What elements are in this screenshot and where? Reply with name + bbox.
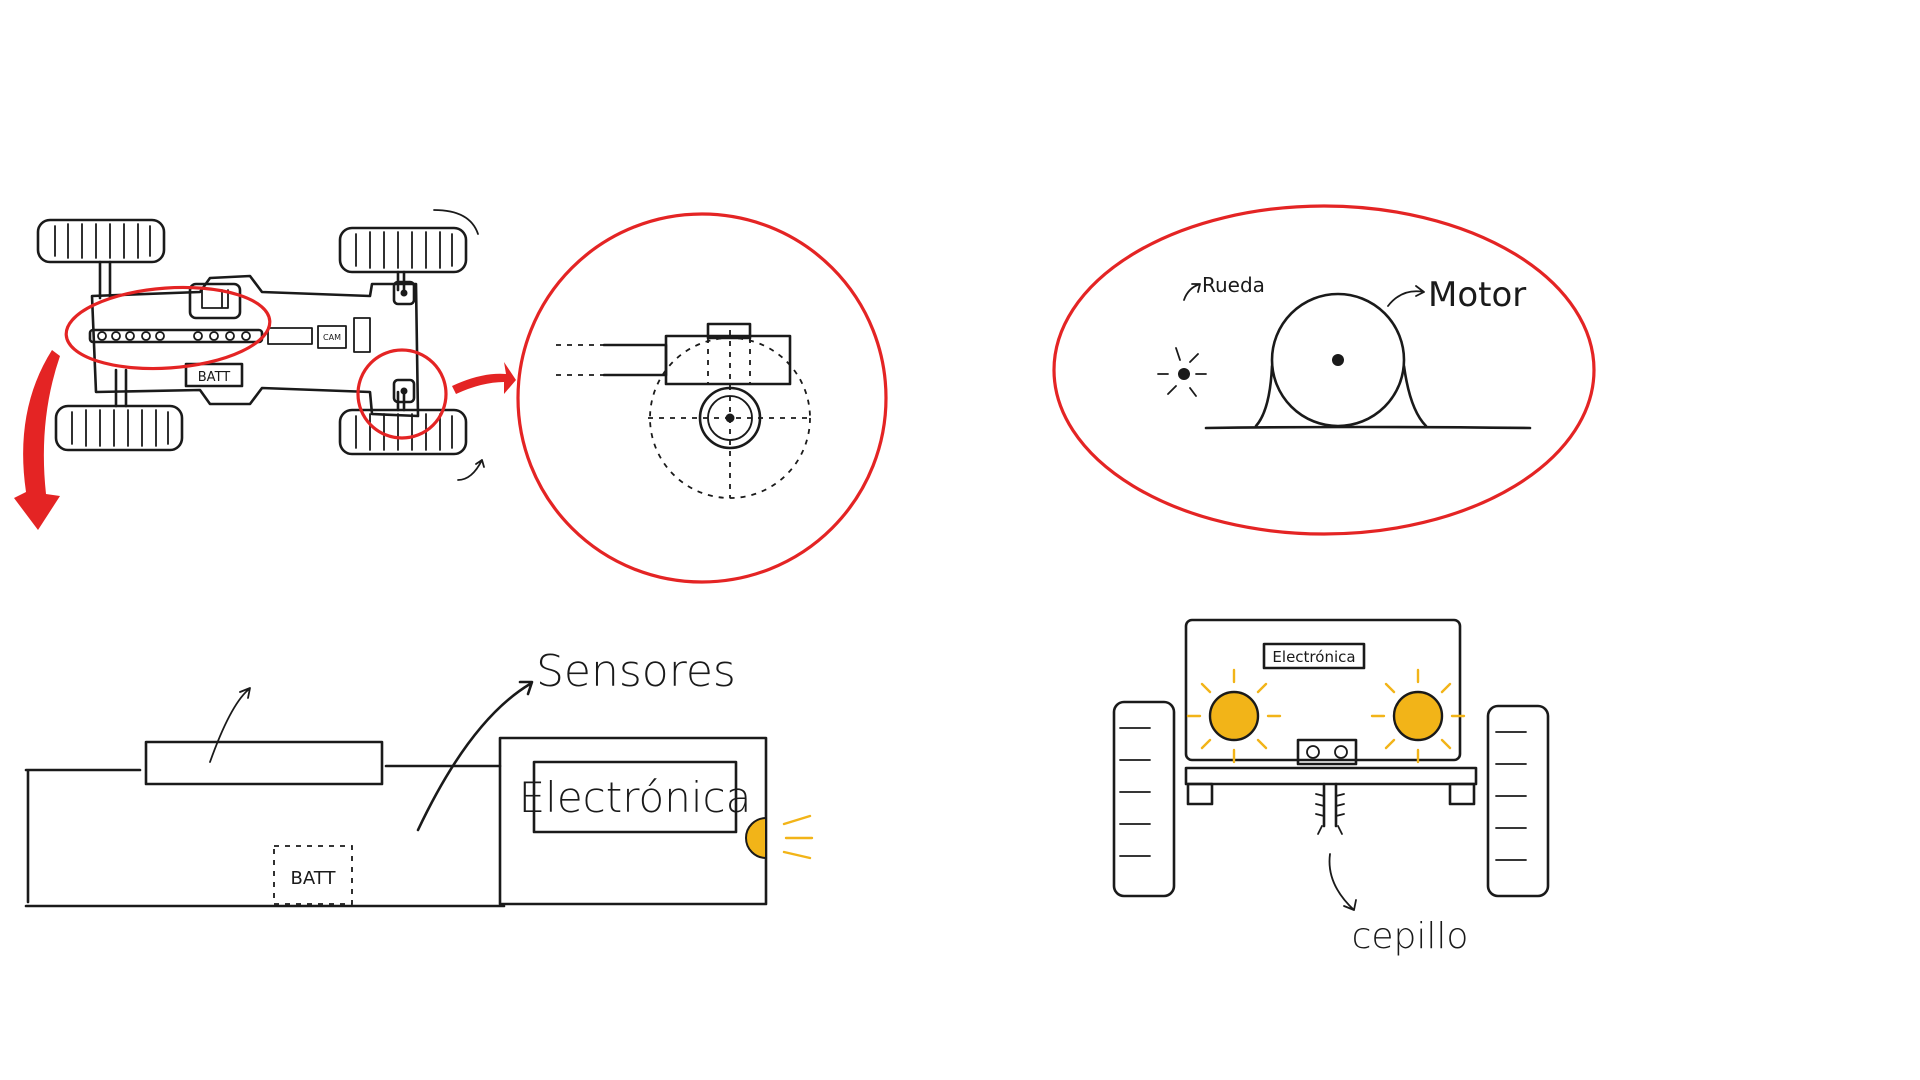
left-light-icon (1208, 690, 1260, 742)
right-light-icon (1392, 690, 1444, 742)
cam-label: CAM (323, 333, 341, 342)
electronica-side-label: Electrónica (519, 773, 752, 822)
robot-side-view: Electrónica BATT Sensores (24, 646, 814, 908)
sensor-highlight (64, 285, 272, 371)
batt-side-label: BATT (291, 868, 337, 889)
wheel-mount-detail (516, 212, 888, 584)
wheel-mount-highlight (356, 348, 448, 440)
wheel-front-left (36, 218, 166, 264)
wheel-front-right (338, 226, 468, 274)
robot-front-view: Electrónica cepillo (1112, 618, 1550, 957)
front-right-wheel (1486, 704, 1550, 898)
zoom-arrow-icon (452, 362, 516, 394)
cepillo-label: cepillo (1352, 916, 1469, 957)
motor-wheel-diagram: Rueda Motor (1052, 204, 1596, 536)
front-left-wheel (1112, 700, 1176, 898)
rueda-label: Rueda (1202, 273, 1265, 297)
down-arrow-icon (14, 350, 60, 530)
electronica-front-label: Electrónica (1272, 648, 1355, 666)
batt-top-label: BATT (198, 370, 231, 385)
motor-label: Motor (1428, 275, 1526, 315)
robot-top-view: CAM BATT (14, 209, 516, 530)
wheel-rear-left (54, 404, 184, 452)
sensores-label: Sensores (536, 646, 736, 697)
